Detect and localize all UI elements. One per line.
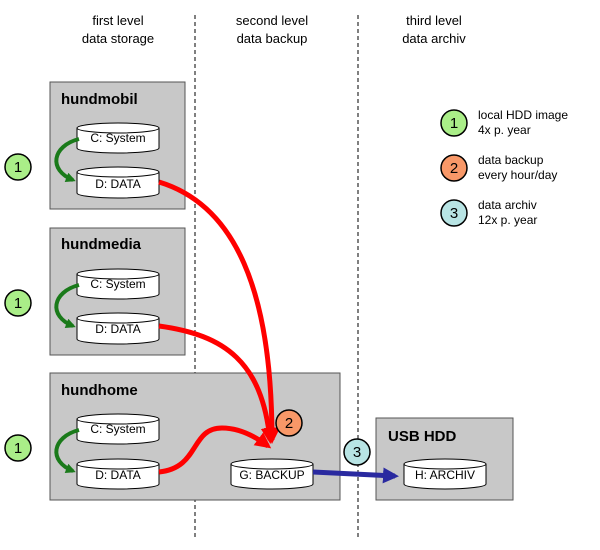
legend-item-backup: 2 data backup every hour/day xyxy=(440,153,557,182)
disk-label: D: DATA xyxy=(95,322,141,336)
legend-sublabel: 12x p. year xyxy=(478,213,537,227)
disk-hundhome-backup: G: BACKUP xyxy=(230,458,314,490)
arrow-image-hundhome xyxy=(54,428,80,474)
legend-item-archiv: 3 data archiv 12x p. year xyxy=(440,198,537,227)
disk-hundmobil-data: D: DATA xyxy=(76,166,160,199)
legend: 1 local HDD image 4x p. year 2 data back… xyxy=(440,108,568,227)
col-head-third-line1: third level xyxy=(406,13,462,28)
legend-badge: 1 xyxy=(450,115,458,132)
arrow-image-hundmobil xyxy=(54,137,80,183)
badge-1-hundmobil: 1 xyxy=(4,153,32,181)
svg-text:1: 1 xyxy=(14,295,22,312)
legend-badge: 3 xyxy=(450,205,458,222)
disk-hundmobil-system: C: System xyxy=(76,122,160,154)
disk-hundhome-data: D: DATA xyxy=(76,458,160,490)
badge-1-hundhome: 1 xyxy=(4,434,32,462)
legend-label: data archiv xyxy=(478,198,537,212)
col-head-first-line1: first level xyxy=(92,13,143,28)
arrow-backup-hundmedia xyxy=(158,323,277,444)
col-head-second-line2: data backup xyxy=(237,31,308,46)
legend-label: data backup xyxy=(478,153,544,167)
badge-1-hundmedia: 1 xyxy=(4,289,32,317)
legend-badge: 2 xyxy=(450,160,458,177)
col-head-third-line2: data archiv xyxy=(402,31,466,46)
arrow-archiv xyxy=(312,467,399,484)
box-title-hundhome: hundhome xyxy=(61,382,138,399)
arrow-backup-hundmobil xyxy=(158,179,280,444)
box-title-usb-hdd: USB HDD xyxy=(388,428,457,445)
disk-label: C: System xyxy=(90,422,145,436)
disk-hundmedia-system: C: System xyxy=(76,268,160,300)
legend-sublabel: 4x p. year xyxy=(478,123,531,137)
svg-text:2: 2 xyxy=(285,415,293,432)
legend-item-image: 1 local HDD image 4x p. year xyxy=(440,108,568,137)
svg-text:1: 1 xyxy=(14,159,22,176)
legend-label: local HDD image xyxy=(478,108,568,122)
badge-3-archiv: 3 xyxy=(343,438,371,466)
legend-sublabel: every hour/day xyxy=(478,168,557,182)
box-title-hundmedia: hundmedia xyxy=(61,236,142,253)
col-head-first-line2: data storage xyxy=(82,31,154,46)
disk-usb-archiv: H: ARCHIV xyxy=(403,458,487,490)
col-head-second-line1: second level xyxy=(236,13,308,28)
disk-label: H: ARCHIV xyxy=(415,468,475,482)
disk-hundmedia-data: D: DATA xyxy=(76,312,160,345)
svg-text:3: 3 xyxy=(353,444,361,461)
disk-hundhome-system: C: System xyxy=(76,413,160,445)
disk-label: C: System xyxy=(90,131,145,145)
disk-label: G: BACKUP xyxy=(239,468,304,482)
disk-label: D: DATA xyxy=(95,177,141,191)
arrow-image-hundmedia xyxy=(54,283,80,329)
arrow-backup-hundhome xyxy=(158,425,272,475)
box-title-hundmobil: hundmobil xyxy=(61,91,138,108)
badge-2-backup: 2 xyxy=(275,409,303,437)
disk-label: D: DATA xyxy=(95,468,141,482)
disk-label: C: System xyxy=(90,277,145,291)
svg-text:1: 1 xyxy=(14,440,22,457)
